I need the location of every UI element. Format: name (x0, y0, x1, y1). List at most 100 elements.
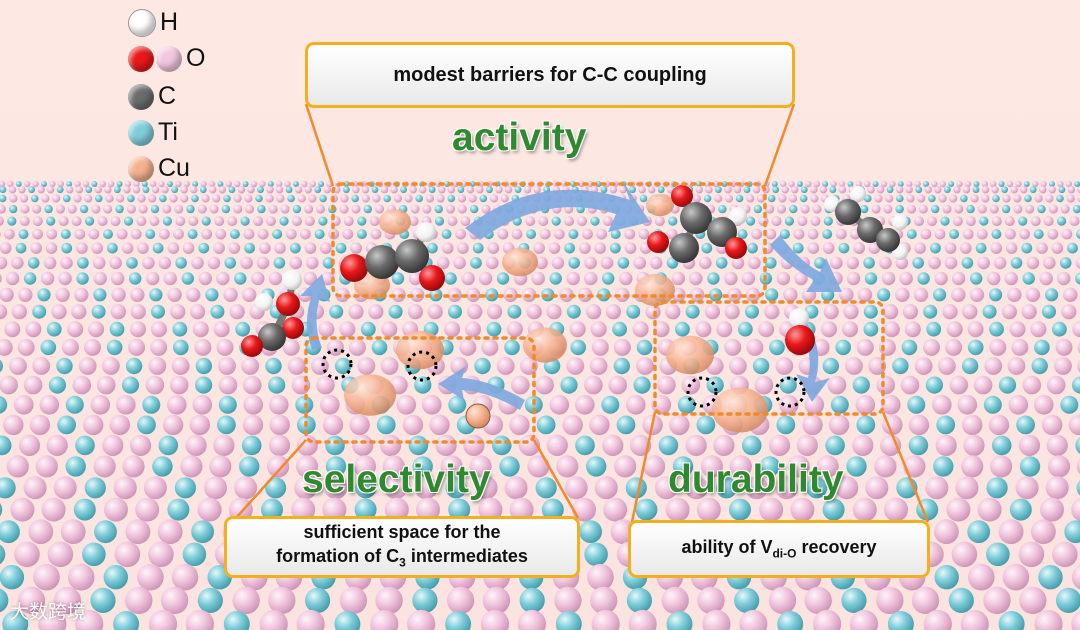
oxygen-surface-atom (603, 216, 613, 227)
oxygen-surface-atom (474, 476, 498, 500)
titanium-atom (115, 204, 124, 214)
oxygen-surface-atom (957, 395, 978, 415)
oxygen-surface-atom (1061, 228, 1073, 240)
connector-line (304, 103, 335, 187)
titanium-atom (229, 229, 240, 240)
titanium-atom (1024, 194, 1032, 203)
titanium-atom (137, 415, 156, 435)
oxygen-surface-atom (457, 204, 467, 214)
titanium-atom (1001, 186, 1008, 194)
oxygen-surface-atom (40, 271, 55, 286)
titanium-atom (279, 216, 289, 226)
oxygen-surface-atom (928, 256, 941, 270)
oxygen-surface-atom (465, 321, 481, 338)
oxygen-surface-atom (1019, 586, 1047, 615)
titanium-atom (0, 186, 7, 194)
titanium-atom (906, 229, 917, 240)
titanium-atom (479, 194, 488, 203)
titanium-atom (846, 456, 867, 477)
titanium-atom (126, 257, 138, 269)
oxygen-surface-atom (259, 242, 271, 254)
oxygen-surface-atom (175, 180, 182, 188)
titanium-atom (917, 272, 930, 285)
oxygen-surface-atom (93, 271, 107, 286)
oxygen-surface-atom (375, 204, 385, 214)
oxygen-surface-atom (163, 271, 177, 286)
carbon-atom (395, 239, 429, 273)
oxygen-surface-atom (578, 180, 585, 188)
oxygen-surface-atom (233, 194, 242, 203)
titanium-atom (1076, 480, 1080, 496)
oxygen-surface-atom (716, 321, 733, 338)
copper-site (666, 335, 714, 375)
titanium-atom (73, 498, 96, 521)
oxygen-surface-atom (32, 180, 39, 188)
oxygen-surface-atom (538, 216, 549, 227)
carbon-atom (835, 199, 861, 225)
oxygen-surface-atom (201, 194, 210, 203)
oxygen-surface-atom (619, 186, 627, 194)
oxygen-surface-atom (934, 519, 959, 545)
oxide-surface-lattice (0, 180, 1080, 630)
oxygen-surface-atom (969, 287, 985, 302)
oxygen-surface-atom (0, 216, 4, 226)
titanium-atom (1022, 272, 1035, 285)
oxygen-surface-atom (535, 375, 554, 395)
oxygen-surface-atom (75, 609, 104, 630)
oxygen-surface-atom (71, 216, 82, 227)
oxygen-surface-atom (436, 194, 445, 203)
titanium-atom (93, 288, 107, 302)
oxygen-atom (785, 325, 815, 355)
titanium-atom (566, 304, 581, 319)
oxygen-surface-atom (180, 194, 189, 203)
titanium-atom (701, 242, 713, 254)
oxygen-surface-atom (321, 271, 335, 286)
oxygen-surface-atom (535, 256, 548, 270)
oxygen-surface-atom (967, 321, 984, 338)
oxygen-surface-atom (546, 434, 568, 456)
oxygen-surface-atom (8, 186, 17, 194)
titanium-atom (1072, 376, 1080, 394)
oxygen-surface-atom (460, 216, 471, 227)
oxygen-surface-atom (794, 271, 808, 286)
titanium-atom (174, 477, 196, 499)
titanium-atom (928, 194, 936, 203)
oxygen-surface-atom (265, 194, 274, 203)
callout-connectors (235, 103, 930, 523)
oxygen-surface-atom (729, 455, 752, 478)
titanium-atom (191, 520, 215, 544)
titanium-atom (784, 216, 795, 226)
oxygen-surface-atom (899, 271, 913, 286)
titanium-atom (1045, 288, 1059, 302)
titanium-atom (329, 304, 344, 319)
titanium-atom (1018, 216, 1028, 226)
oxygen-surface-atom (300, 228, 311, 240)
oxygen-surface-atom (582, 228, 593, 240)
oxygen-surface-atom (1061, 304, 1077, 320)
oxygen-surface-atom (1046, 375, 1066, 395)
oxygen-surface-atom (487, 242, 500, 254)
titanium-atom (519, 587, 545, 614)
titanium-atom (923, 181, 929, 187)
titanium-atom (933, 288, 947, 302)
oxygen-surface-atom (304, 242, 317, 254)
titanium-atom (715, 477, 738, 499)
oxygen-surface-atom (956, 180, 963, 188)
titanium-atom (129, 272, 142, 285)
oxygen-surface-atom (778, 194, 787, 203)
oxygen-surface-atom (553, 228, 565, 240)
titanium-atom (445, 477, 467, 499)
oxygen-surface-atom (91, 204, 101, 214)
titanium-atom (887, 611, 914, 630)
oxygen-surface-atom (102, 357, 120, 375)
oxygen-surface-atom (322, 497, 347, 522)
titanium-atom (864, 272, 878, 285)
oxygen-surface-atom (175, 216, 186, 227)
oxygen-surface-atom (1015, 180, 1022, 188)
oxygen-surface-atom (130, 434, 152, 456)
oxygen-surface-atom (876, 186, 885, 194)
titanium-atom (1067, 242, 1078, 254)
oxygen-surface-atom (596, 228, 607, 240)
titanium-atom (822, 229, 833, 240)
oxygen-surface-atom (171, 563, 199, 591)
